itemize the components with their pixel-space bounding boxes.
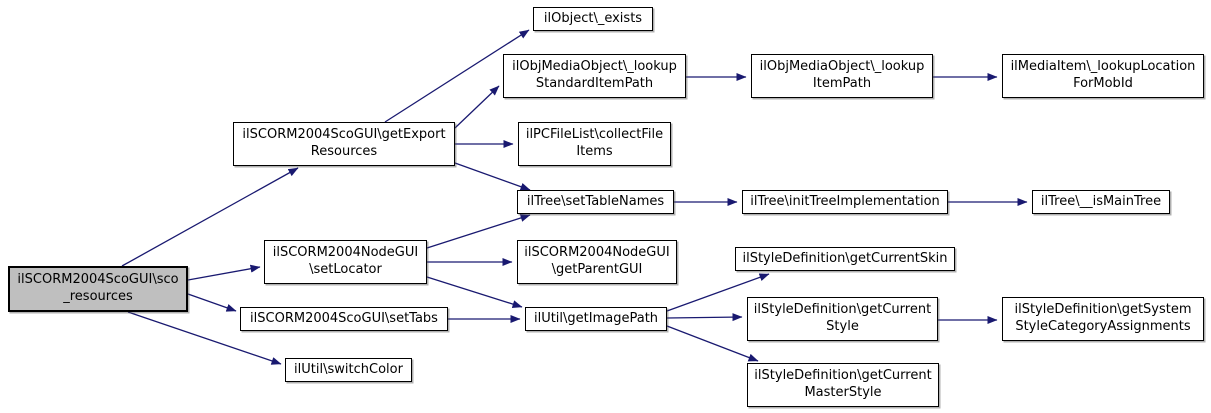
node-label-line: ilObjMediaObject\_lookup bbox=[512, 59, 677, 75]
node-switch-color[interactable]: ilUtil\switchColor bbox=[285, 358, 412, 382]
node-label-line: Resources bbox=[310, 144, 378, 159]
node-label-line: MasterStyle bbox=[804, 385, 882, 400]
node-label-line: \getParentGUI bbox=[551, 262, 643, 277]
node-label-line: ilMediaItem\_lookupLocation bbox=[1010, 59, 1196, 75]
node-label-line: ForMobId bbox=[1073, 76, 1133, 91]
node-is-main-tree[interactable]: ilTree\__isMainTree bbox=[1032, 190, 1170, 214]
node-label-line: ilTree\__isMainTree bbox=[1040, 193, 1162, 209]
node-label-line: \setLocator bbox=[309, 262, 382, 277]
node-label-line: ilUtil\getImagePath bbox=[533, 310, 659, 326]
node-label-line: ItemPath bbox=[812, 76, 872, 91]
node-label-line: ilObjMediaObject\_lookup bbox=[759, 59, 925, 75]
node-object-exists[interactable]: ilObject\_exists bbox=[533, 7, 653, 31]
node-label-line: ilSCORM2004ScoGUI\getExport bbox=[242, 127, 446, 143]
node-label-line: Style bbox=[826, 319, 859, 334]
node-label-line: Items bbox=[576, 144, 613, 159]
node-label-line: ilStyleDefinition\getCurrentSkin bbox=[742, 250, 948, 266]
node-set-table-names[interactable]: ilTree\setTableNames bbox=[517, 190, 674, 214]
node-label-line: ilSCORM2004NodeGUI bbox=[524, 245, 670, 261]
node-label-line: ilUtil\switchColor bbox=[294, 361, 403, 377]
node-label-line: ilSCORM2004ScoGUI\setTabs bbox=[250, 310, 438, 326]
node-label-line: ilStyleDefinition\getSystem bbox=[1014, 302, 1192, 318]
node-get-image-path[interactable]: ilUtil\getImagePath bbox=[525, 307, 667, 331]
node-label-line: ilPCFileList\collectFile bbox=[525, 127, 664, 143]
node-label-line: ilSCORM2004ScoGUI\sco bbox=[17, 272, 179, 288]
node-get-parent-gui[interactable]: ilSCORM2004NodeGUI\getParentGUI bbox=[517, 240, 677, 284]
node-label-line: StandardItemPath bbox=[535, 76, 654, 91]
node-init-tree-implementation[interactable]: ilTree\initTreeImplementation bbox=[742, 190, 948, 214]
node-set-locator[interactable]: ilSCORM2004NodeGUI\setLocator bbox=[264, 240, 427, 284]
node-label-line: ilObject\_exists bbox=[543, 10, 643, 26]
node-label-line: _resources bbox=[63, 289, 133, 304]
node-sco-resources[interactable]: ilSCORM2004ScoGUI\sco_resources bbox=[8, 266, 188, 312]
node-set-tabs[interactable]: ilSCORM2004ScoGUI\setTabs bbox=[240, 307, 448, 331]
node-label-line: ilTree\setTableNames bbox=[526, 193, 665, 209]
node-label-line: StyleCategoryAssignments bbox=[1015, 319, 1191, 334]
node-label-line: ilStyleDefinition\getCurrent bbox=[753, 302, 932, 318]
node-label-line: ilSCORM2004NodeGUI bbox=[272, 245, 419, 261]
node-label-line: ilStyleDefinition\getCurrent bbox=[754, 368, 932, 384]
node-label-line: ilTree\initTreeImplementation bbox=[750, 193, 940, 209]
node-get-current-skin[interactable]: ilStyleDefinition\getCurrentSkin bbox=[735, 247, 955, 271]
